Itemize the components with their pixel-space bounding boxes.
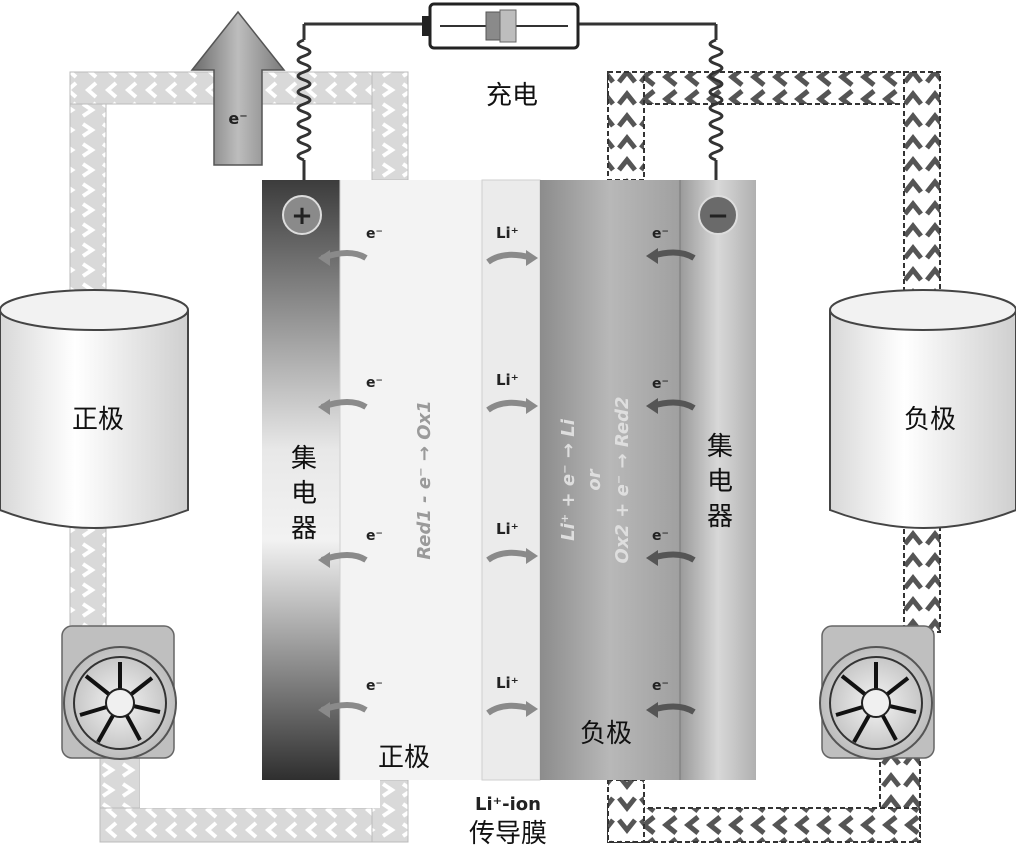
left-flow-pipe	[69, 71, 409, 843]
negative-current-collector	[680, 180, 756, 780]
curved-arrow-icon	[318, 552, 368, 568]
electron-arrow-label: e⁻	[228, 109, 247, 128]
cell-stack	[262, 179, 756, 781]
curved-arrow-icon	[318, 399, 368, 415]
svg-text:−: −	[707, 201, 729, 231]
negative-tank-label: 负极	[904, 405, 956, 435]
electron-label: e⁻	[652, 376, 669, 392]
arrow-up-icon: e⁻	[190, 10, 286, 166]
electron-label: e⁻	[652, 678, 669, 694]
curved-arrow-icon	[486, 701, 538, 717]
curved-arrow-icon	[318, 702, 368, 718]
svg-text:电: 电	[291, 479, 317, 509]
electron-label: e⁻	[652, 528, 669, 544]
positive-electrode-region	[340, 180, 482, 780]
negative-electrode-label: 负极	[580, 719, 632, 749]
spring-coil-icon	[708, 38, 724, 182]
positive-electrode-label: 正极	[378, 743, 430, 773]
svg-text:电: 电	[707, 467, 733, 497]
lithium-ion-label: Li⁺	[496, 224, 519, 242]
electron-label: e⁻	[652, 226, 669, 242]
charge-label: 充电	[486, 81, 538, 111]
minus-icon: −	[698, 195, 738, 235]
curved-arrow-icon	[646, 702, 696, 718]
lithium-ion-label: Li⁺	[496, 520, 519, 538]
curved-arrow-icon	[646, 398, 696, 414]
tank-icon	[0, 289, 189, 529]
battery-icon	[422, 2, 580, 50]
pump-icon	[819, 625, 935, 760]
negative-reaction-line1: Li⁺ + e⁻ → Li	[558, 418, 579, 541]
pump-icon	[61, 625, 177, 760]
negative-reaction-line2: or	[584, 468, 605, 490]
electron-label: e⁻	[366, 226, 383, 242]
negative-electrode-region	[540, 180, 680, 780]
membrane-label-line1: Li⁺-ion	[475, 794, 541, 815]
electron-label: e⁻	[366, 678, 383, 694]
tank-icon	[829, 289, 1016, 529]
plus-icon: +	[282, 195, 322, 235]
svg-text:器: 器	[291, 514, 317, 544]
positive-reaction: Red1 - e⁻ → Ox1	[414, 400, 435, 559]
membrane-label-line2: 传导膜	[469, 819, 547, 849]
curved-arrow-icon	[646, 550, 696, 566]
positive-tank-label: 正极	[72, 405, 124, 435]
spring-coil-icon	[296, 38, 312, 182]
positive-current-collector	[262, 180, 340, 780]
curved-arrow-icon	[486, 250, 538, 266]
collector-right-label: 集 电 器	[707, 432, 733, 532]
right-flow-pipe	[607, 71, 941, 843]
svg-text:集: 集	[291, 444, 317, 474]
curved-arrow-icon	[318, 250, 368, 266]
svg-text:器: 器	[707, 502, 733, 532]
curved-arrow-icon	[646, 248, 696, 264]
external-circuit: 充电	[296, 2, 724, 182]
svg-text:集: 集	[707, 432, 733, 462]
negative-tank: 负极	[829, 289, 1016, 529]
lithium-ion-label: Li⁺	[496, 371, 519, 389]
electron-label: e⁻	[366, 375, 383, 391]
negative-reaction-line3: Ox2 + e⁻ → Red2	[612, 397, 633, 564]
svg-text:+: +	[291, 201, 313, 231]
lithium-ion-label: Li⁺	[496, 674, 519, 692]
negative-electron-markers: e⁻ e⁻ e⁻ e⁻	[646, 226, 696, 718]
collector-left-label: 集 电 器	[291, 444, 317, 544]
electron-label: e⁻	[366, 528, 383, 544]
curved-arrow-icon	[486, 398, 538, 414]
curved-arrow-icon	[486, 548, 538, 564]
positive-electron-markers: e⁻ e⁻ e⁻ e⁻	[318, 226, 383, 718]
positive-tank: 正极	[0, 289, 189, 529]
lithium-ion-markers: Li⁺ Li⁺ Li⁺ Li⁺	[486, 224, 538, 717]
